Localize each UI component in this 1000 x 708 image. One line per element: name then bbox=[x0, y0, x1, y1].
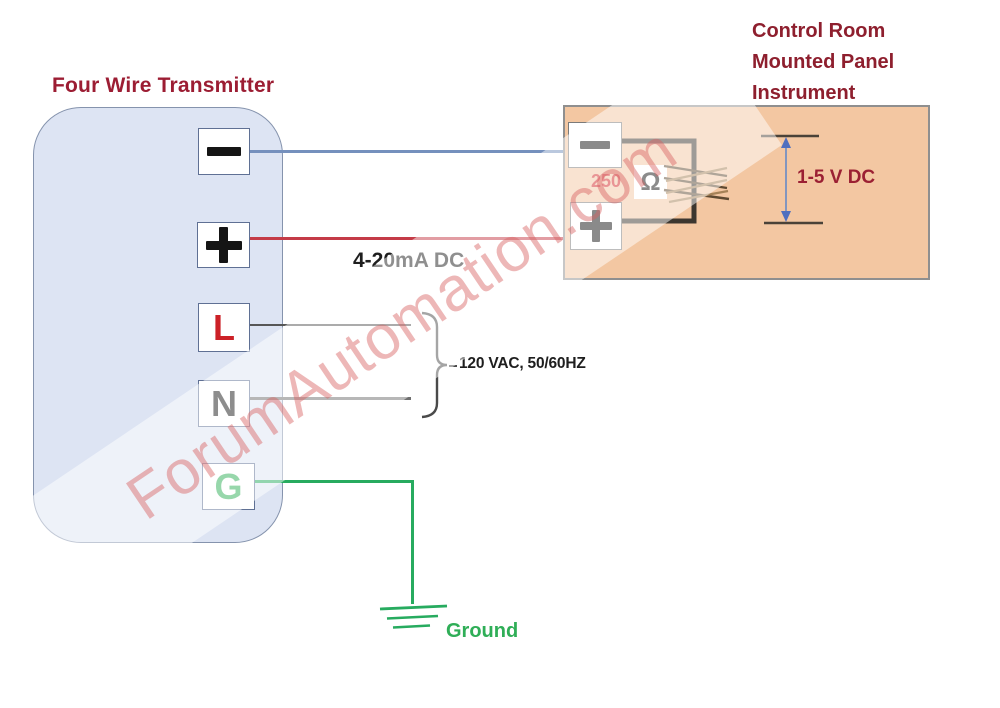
transmitter-terminal-neutral: N bbox=[198, 380, 250, 427]
resistor-value: 250 bbox=[591, 171, 622, 191]
plus-glyph bbox=[580, 210, 612, 242]
panel-title-line1: Control Room bbox=[752, 20, 886, 42]
terminal-label-g: G bbox=[214, 465, 243, 507]
panel-title-line2: Mounted Panel bbox=[752, 51, 895, 73]
panel-terminal-positive bbox=[570, 202, 622, 250]
ohm-symbol: Ω bbox=[640, 167, 661, 196]
plus-glyph bbox=[205, 227, 242, 263]
ac-supply-label: 120 VAC, 50/60HZ bbox=[459, 355, 586, 372]
current-loop-label: 4-20mA DC bbox=[353, 249, 465, 272]
terminal-label-l: L bbox=[213, 306, 235, 348]
voltage-range-label: 1-5 V DC bbox=[797, 167, 876, 188]
ground-label: Ground bbox=[446, 620, 519, 642]
transmitter-terminal-ground: G bbox=[202, 463, 255, 510]
minus-glyph bbox=[580, 141, 610, 149]
line-wire bbox=[250, 324, 411, 326]
positive-signal-wire bbox=[250, 237, 571, 240]
ground-wire-horizontal bbox=[255, 480, 413, 483]
resistor-unit-patch: Ω bbox=[634, 165, 667, 199]
ground-symbol-icon bbox=[379, 604, 448, 629]
terminal-label-n: N bbox=[211, 382, 237, 424]
minus-glyph bbox=[207, 147, 241, 156]
transmitter-terminal-positive bbox=[197, 222, 250, 268]
transmitter-title: Four Wire Transmitter bbox=[52, 74, 275, 97]
transmitter-terminal-line: L bbox=[198, 303, 250, 352]
transmitter-terminal-negative bbox=[198, 128, 250, 175]
ground-wire-vertical bbox=[411, 480, 414, 604]
neutral-wire bbox=[250, 397, 411, 400]
ac-brace-icon bbox=[421, 311, 457, 419]
panel-terminal-negative bbox=[568, 122, 622, 168]
panel-title: Control Room Mounted Panel Instrument bbox=[752, 16, 894, 109]
negative-signal-wire bbox=[250, 150, 569, 153]
